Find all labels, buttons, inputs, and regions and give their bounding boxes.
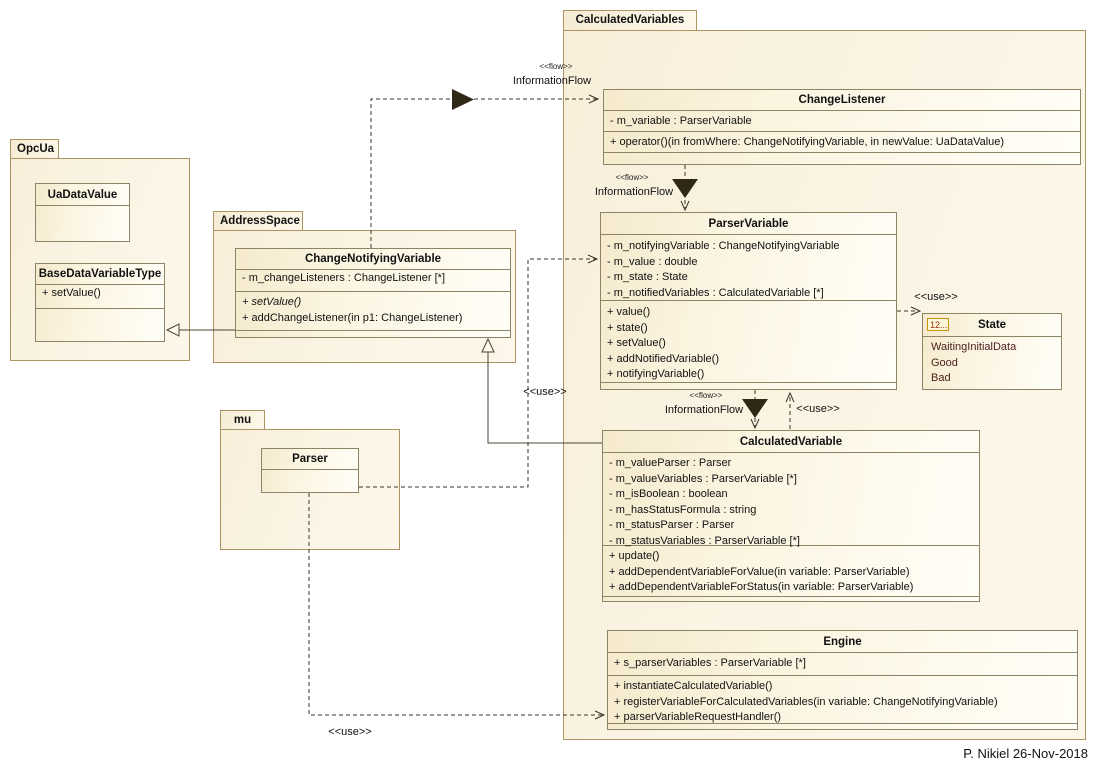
package-tab-calculatedvariables: CalculatedVariables [563,10,697,30]
operation: + addChangeListener(in p1: ChangeListene… [242,311,463,324]
attribute: - m_value : double [607,255,698,268]
operations-compartment: + operator()(in fromWhere: ChangeNotifyi… [604,131,1080,152]
use-stereotype-label: <<use>> [914,291,958,303]
class-title: CalculatedVariable [739,435,843,448]
operation: + registerVariableForCalculatedVariables… [614,695,998,708]
class-title: Engine [823,635,862,648]
class-title: ChangeNotifyingVariable [304,253,442,265]
attribute: - m_notifyingVariable : ChangeNotifyingV… [607,240,840,252]
class-engine: Engine + s_parserVariables : ParserVaria… [607,630,1078,730]
flow-stereotype-label: <<flow>> [615,173,649,182]
package-tab-mu: mu [220,410,265,429]
flow-name-label: InformationFlow [594,186,674,198]
package-tab-opcua: OpcUa [10,139,59,158]
enum-literal: Good [931,356,958,369]
operation: + addNotifiedVariable() [607,352,719,365]
operations-compartment: + setValue() [36,284,164,308]
class-uadatavalue: UaDataValue [35,183,130,242]
attributes-compartment: - m_notifyingVariable : ChangeNotifyingV… [601,234,896,300]
class-parser: Parser [261,448,359,493]
empty-compartment [603,596,979,601]
class-title: 12... State [923,314,1061,336]
attribute: - m_statusVariables : ParserVariable [*] [609,534,800,547]
attribute: - m_changeListeners : ChangeListener [*] [242,272,446,284]
operation: + state() [607,321,648,334]
attribute: - m_variable : ParserVariable [610,115,752,127]
attribute: - m_isBoolean : boolean [609,488,728,500]
operations-compartment: + value() + state() + setValue() + addNo… [601,300,896,382]
empty-compartment [36,205,129,242]
attribute: - m_statusParser : Parser [609,519,735,531]
literals-compartment: WaitingInitialData Good Bad [923,336,1061,389]
enum-title-text: State [977,319,1007,331]
use-stereotype-label: <<use>> [328,726,372,738]
attributes-compartment: + s_parserVariables : ParserVariable [*] [608,652,1077,675]
empty-compartment [601,382,896,389]
operation: + operator()(in fromWhere: ChangeNotifyi… [610,136,1005,148]
flow-name-label: InformationFlow [664,404,744,416]
operation: + setValue() [42,287,101,299]
author-date-annotation: P. Nikiel 26-Nov-2018 [963,746,1088,761]
class-title: ChangeListener [798,94,886,106]
use-stereotype-label: <<use>> [523,386,567,398]
attribute: - m_valueParser : Parser [609,457,732,469]
operation: + parserVariableRequestHandler() [614,711,782,723]
attribute: - m_hasStatusFormula : string [609,503,757,516]
operations-compartment: + instantiateCalculatedVariable() + regi… [608,675,1077,723]
class-calculatedvariable: CalculatedVariable - m_valueParser : Par… [602,430,980,602]
class-title: BaseDataVariableType [38,268,162,280]
attribute: + s_parserVariables : ParserVariable [*] [614,657,806,669]
attributes-compartment: - m_variable : ParserVariable [604,110,1080,131]
operation: + value() [607,306,651,318]
empty-compartment [608,723,1077,729]
operations-compartment: + update() + addDependentVariableForValu… [603,545,979,596]
attribute: - m_state : State [607,271,688,283]
enumeration-icon: 12... [927,318,949,331]
flow-stereotype-label: <<flow>> [689,391,723,400]
class-title: UaDataValue [47,188,118,201]
package-tab-addressspace: AddressSpace [213,211,303,230]
operation: + addDependentVariableForValue(in variab… [609,565,910,578]
operation-abstract: + setValue() [242,296,302,308]
enum-literal: WaitingInitialData [931,341,1017,353]
enumeration-state: 12... State WaitingInitialData Good Bad [922,313,1062,390]
class-title: Parser [292,453,328,465]
empty-compartment [262,469,358,492]
flow-direction-triangle [452,89,474,110]
operation: + update() [609,550,660,562]
attributes-compartment: - m_changeListeners : ChangeListener [*] [236,269,510,291]
flow-stereotype-label: <<flow>> [539,62,573,71]
empty-compartment [604,152,1080,164]
operation: + setValue() [607,337,666,349]
empty-compartment [236,330,510,337]
flow-name-label: InformationFlow [512,75,592,87]
operations-compartment: + setValue() + addChangeListener(in p1: … [236,291,510,330]
operation: + notifyingVariable() [607,368,705,380]
attributes-compartment: - m_valueParser : Parser - m_valueVariab… [603,452,979,547]
class-title: ParserVariable [708,217,789,230]
class-basedatavariabletype: BaseDataVariableType + setValue() [35,263,165,342]
class-changelistener: ChangeListener - m_variable : ParserVari… [603,89,1081,165]
empty-compartment [36,308,164,341]
attribute: - m_notifiedVariables : CalculatedVariab… [607,286,824,299]
operation: + addDependentVariableForStatus(in varia… [609,581,914,593]
class-parservariable: ParserVariable - m_notifyingVariable : C… [600,212,897,390]
operation: + instantiateCalculatedVariable() [614,680,773,692]
use-stereotype-label: <<use>> [796,403,840,415]
attribute: - m_valueVariables : ParserVariable [*] [609,472,797,485]
enum-literal: Bad [931,372,951,384]
class-changenotifyingvariable: ChangeNotifyingVariable - m_changeListen… [235,248,511,338]
